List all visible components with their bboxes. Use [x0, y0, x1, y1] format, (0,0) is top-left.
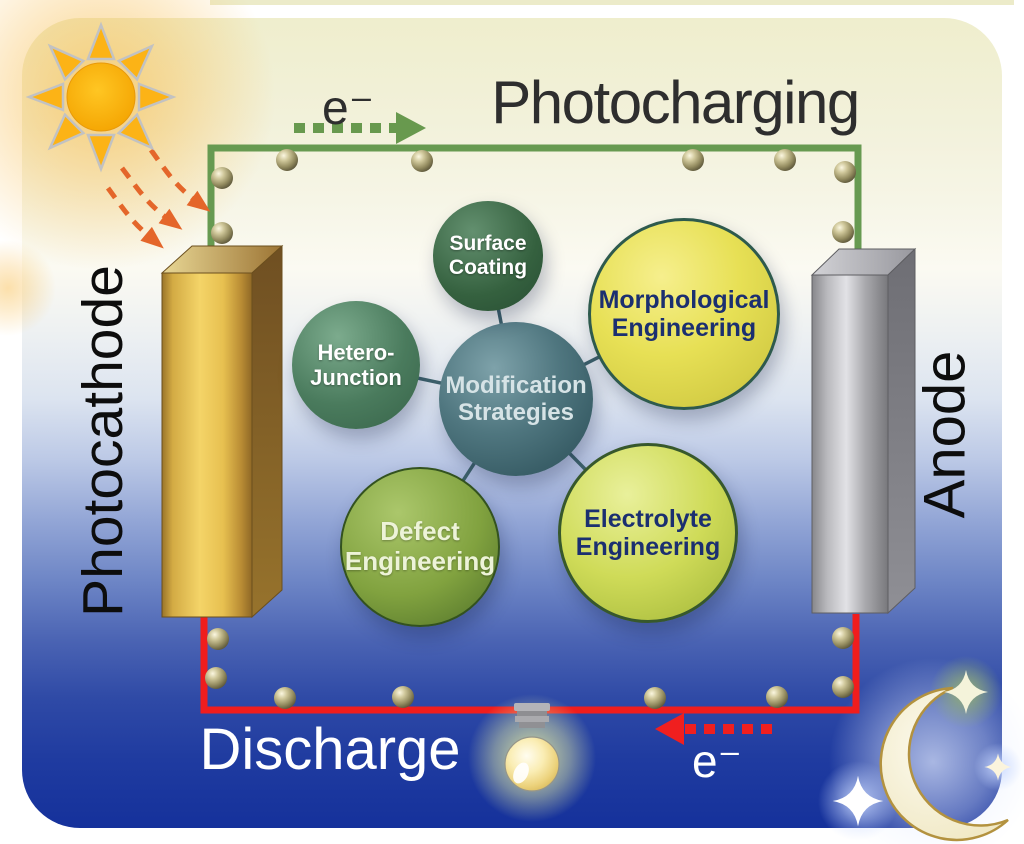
star-icon: [944, 670, 988, 714]
bubble-modification-strategies: Modification Strategies: [439, 322, 593, 476]
photocathode-bar: [160, 244, 284, 619]
bubble-electrolyte-engineering: Electrolyte Engineering: [558, 443, 738, 623]
electron-flow-arrow-discharge: [655, 713, 772, 745]
electron-flow-arrow-charging: [294, 112, 426, 144]
sun-icon: [25, 21, 177, 173]
electron-sphere-icon: [205, 149, 856, 709]
discharge-title: Discharge: [199, 717, 461, 782]
light-bulb-icon: [468, 694, 596, 822]
star-icon: [984, 753, 1012, 781]
bubble-label: Electrolyte Engineering: [575, 504, 721, 562]
bubble-label: Defect Engineering: [344, 516, 496, 576]
moon-icon: [879, 686, 1009, 842]
sun-glow: [0, 240, 56, 336]
anode-label: Anode: [912, 350, 978, 519]
star-icon: [832, 775, 884, 827]
charging-wire: [207, 144, 862, 262]
anode-bar: [810, 247, 917, 615]
bubble-label: Morphological Engineering: [598, 285, 770, 343]
sunlight-photon-arrows: [105, 148, 211, 249]
bubble-defect-engineering: Defect Engineering: [340, 467, 500, 627]
discharge-electron-label: e⁻: [692, 735, 742, 787]
bubble-surface-coating: Surface Coating: [433, 201, 543, 311]
bubble-morphological-engineering: Morphological Engineering: [588, 218, 780, 410]
charging-electron-label: e⁻: [322, 82, 375, 135]
top-cream-strip: [210, 0, 1014, 5]
bubble-label: Surface Coating: [448, 232, 528, 279]
bubble-hetero-junction: Hetero- Junction: [292, 301, 420, 429]
photocathode-label: Photocathode: [71, 265, 135, 617]
bubble-label: Modification Strategies: [445, 371, 587, 426]
bubble-label: Hetero- Junction: [310, 339, 402, 390]
photocharging-title: Photocharging: [491, 69, 860, 136]
